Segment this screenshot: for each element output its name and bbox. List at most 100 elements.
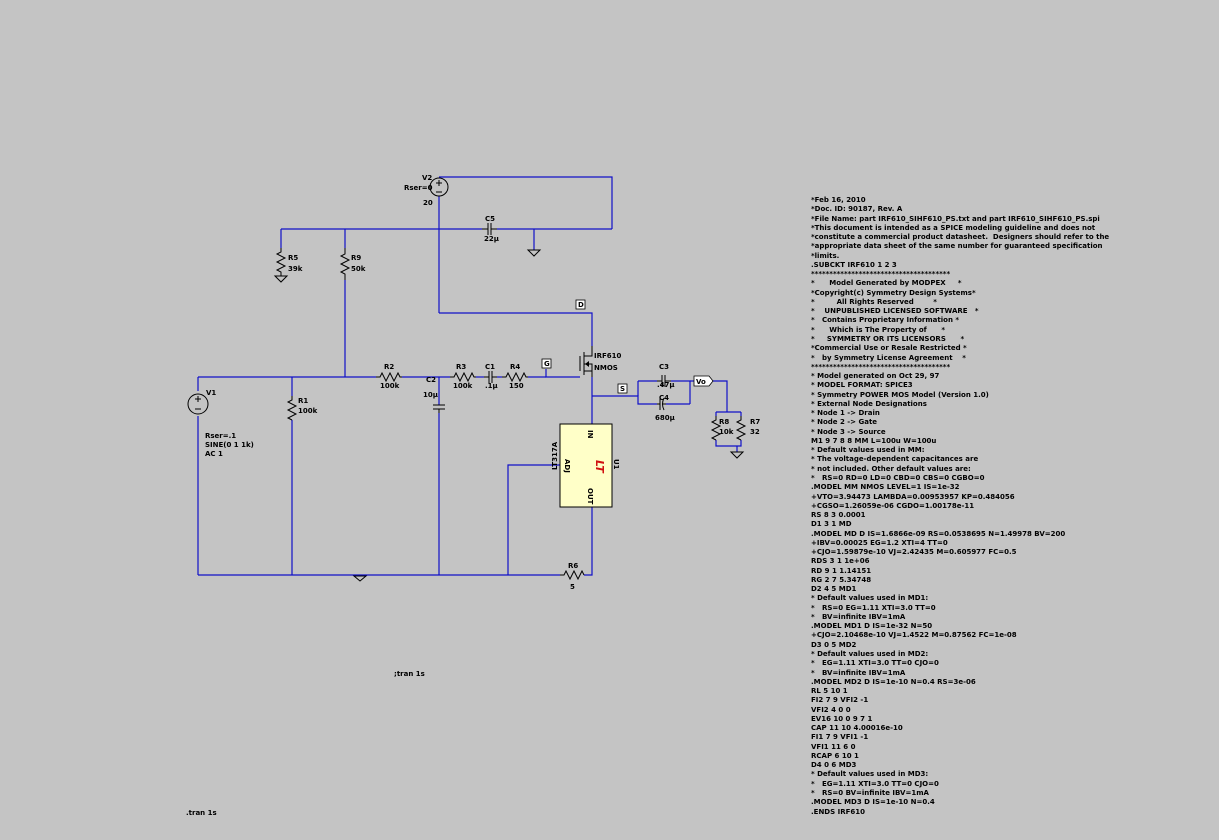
netlist-line: * Symmetry POWER MOS Model (Version 1.0) xyxy=(811,390,989,399)
svg-text:100k: 100k xyxy=(380,382,400,390)
svg-text:100k: 100k xyxy=(298,407,318,415)
netlist-line: * Node 3 -> Source xyxy=(811,427,886,436)
svg-text:Rser=.1: Rser=.1 xyxy=(205,432,236,440)
netlist-line: * SYMMETRY OR ITS LICENSORS * xyxy=(811,334,965,343)
netlist-line: * RS=0 RD=0 LD=0 CBD=0 CBS=0 CGBO=0 xyxy=(811,473,985,482)
irf610-mosfet[interactable]: IRF610 NMOS xyxy=(579,346,622,377)
r6-resistor[interactable]: R6 5 xyxy=(560,562,585,591)
r7-resistor[interactable]: R7 32 xyxy=(735,416,760,441)
netlist-line: * not included. Other default values are… xyxy=(811,464,971,473)
c3-capacitor[interactable]: C3 .47µ xyxy=(657,363,675,389)
r4-resistor[interactable]: R4 150 xyxy=(502,363,528,390)
ground-symbol xyxy=(352,575,368,582)
netlist-line: * All Rights Reserved * xyxy=(811,297,937,306)
netlist-line: +CJO=1.59879e-10 VJ=2.42435 M=0.605977 F… xyxy=(811,548,1017,557)
svg-text:C3: C3 xyxy=(659,363,669,371)
svg-text:C1: C1 xyxy=(485,363,495,371)
netlist-line: +CJO=2.10468e-10 VJ=1.4522 M=0.87562 FC=… xyxy=(811,631,1017,640)
netlist-line: +IBV=0.00025 EG=1.2 XTI=4 TT=0 xyxy=(811,538,948,547)
net-label-d[interactable]: D xyxy=(575,299,586,310)
net-label-vo[interactable]: Vo xyxy=(693,375,714,387)
net-label-g[interactable]: G xyxy=(541,358,552,369)
svg-text:AC 1: AC 1 xyxy=(205,450,223,458)
netlist-line: EV16 10 0 9 7 1 xyxy=(811,714,873,723)
netlist-line: D4 0 6 MD3 xyxy=(811,761,857,770)
svg-text:R6: R6 xyxy=(568,562,578,570)
svg-text:ADJ: ADJ xyxy=(563,459,571,473)
svg-text:C4: C4 xyxy=(659,394,669,402)
netlist-line: .MODEL MM NMOS LEVEL=1 IS=1e-32 xyxy=(811,483,960,492)
netlist-line: RD 9 1 1.14151 xyxy=(811,566,872,575)
svg-text:R9: R9 xyxy=(351,254,361,262)
svg-text:IRF610: IRF610 xyxy=(594,352,622,360)
svg-text:5: 5 xyxy=(570,583,575,591)
svg-text:R1: R1 xyxy=(298,397,308,405)
ground-symbol xyxy=(729,451,745,459)
netlist-line: *File Name: part IRF610_SIHF610_PS.txt a… xyxy=(811,214,1100,223)
svg-text:S: S xyxy=(620,385,625,393)
svg-text:20: 20 xyxy=(423,199,433,207)
netlist-line: * Model Generated by MODPEX * xyxy=(811,279,962,288)
net-label-s[interactable]: S xyxy=(617,383,628,394)
netlist-line: FI1 7 9 VFI1 -1 xyxy=(811,733,869,742)
netlist-line: *Copyright(c) Symmetry Design Systems* xyxy=(811,288,976,297)
netlist-line: * BV=infinite IBV=1mA xyxy=(811,668,906,677)
netlist-line: *appropriate data sheet of the same numb… xyxy=(811,242,1103,251)
r2-resistor[interactable]: R2 100k xyxy=(376,363,402,390)
c4-capacitor[interactable]: C4 680µ xyxy=(655,394,675,422)
netlist-line: D2 4 5 MD1 xyxy=(811,585,857,594)
svg-text:150: 150 xyxy=(509,382,524,390)
netlist-line: .ENDS IRF610 xyxy=(811,807,865,816)
netlist-line: * MODEL FORMAT: SPICE3 xyxy=(811,381,913,390)
c1-capacitor[interactable]: C1 .1µ xyxy=(484,363,498,390)
netlist-line: FI2 7 9 VFI2 -1 xyxy=(811,696,869,705)
svg-text:NMOS: NMOS xyxy=(594,364,618,372)
ground-symbol xyxy=(526,249,542,257)
c5-capacitor[interactable]: C5 22µ xyxy=(482,215,499,243)
r5-resistor[interactable]: R5 39k xyxy=(275,248,303,276)
svg-text:10k: 10k xyxy=(719,428,734,436)
svg-text:R5: R5 xyxy=(288,254,298,262)
svg-text:R3: R3 xyxy=(456,363,466,371)
netlist-line: CAP 11 10 4.00016e-10 xyxy=(811,724,903,733)
netlist-line: *This document is intended as a SPICE mo… xyxy=(811,223,1096,232)
svg-text:Rser=0: Rser=0 xyxy=(404,184,433,192)
svg-text:32: 32 xyxy=(750,428,760,436)
svg-text:R4: R4 xyxy=(510,363,520,371)
svg-text:C5: C5 xyxy=(485,215,495,223)
svg-text:R7: R7 xyxy=(750,418,760,426)
r3-resistor[interactable]: R3 100k xyxy=(450,363,476,390)
r8-resistor[interactable]: R8 10k xyxy=(710,416,734,441)
tran-directive[interactable]: .tran 1s xyxy=(186,809,217,817)
svg-text:10µ: 10µ xyxy=(423,391,438,399)
svg-text:C2: C2 xyxy=(426,376,436,384)
svg-text:R2: R2 xyxy=(384,363,394,371)
lt317a-regulator[interactable]: IN ADJ OUT LT317A U1 LT xyxy=(551,423,620,508)
v1-voltage-source[interactable]: V1 Rser=.1 SINE(0 1 1k) AC 1 xyxy=(187,389,254,458)
svg-text:680µ: 680µ xyxy=(655,414,675,422)
netlist-line: ************************************** xyxy=(811,362,951,371)
svg-text:50k: 50k xyxy=(351,265,366,273)
r1-resistor[interactable]: R1 100k xyxy=(286,396,318,421)
netlist-line: * External Node Designations xyxy=(811,399,927,408)
svg-text:IN: IN xyxy=(586,430,594,439)
svg-text:39k: 39k xyxy=(288,265,303,273)
wires xyxy=(197,176,742,576)
tran-directive-comment[interactable]: ;tran 1s xyxy=(394,670,425,678)
netlist-line: * Default values used in MD3: xyxy=(811,770,929,779)
c2-capacitor[interactable]: C2 10µ xyxy=(423,376,445,413)
netlist-line: * UNPUBLISHED LICENSED SOFTWARE * xyxy=(811,307,979,316)
netlist-line: * Which is The Property of * xyxy=(811,325,945,334)
svg-text:SINE(0 1 1k): SINE(0 1 1k) xyxy=(205,441,254,449)
netlist-line: * Model generated on Oct 29, 97 xyxy=(811,372,940,381)
svg-text:.1µ: .1µ xyxy=(485,382,498,390)
netlist-line: RL 5 10 1 xyxy=(811,687,848,696)
spice-model-netlist[interactable]: *Feb 16, 2010*Doc. ID: 90187, Rev. A*Fil… xyxy=(811,196,1109,817)
v2-voltage-source[interactable]: V2 Rser=0 20 xyxy=(404,174,449,207)
netlist-line: *Commercial Use or Resale Restricted * xyxy=(811,344,967,353)
r9-resistor[interactable]: R9 50k xyxy=(339,248,366,280)
netlist-line: *Feb 16, 2010 xyxy=(811,196,866,204)
svg-text:.47µ: .47µ xyxy=(657,381,675,389)
netlist-line: * EG=1.11 XTI=3.0 TT=0 CJO=0 xyxy=(811,659,939,668)
